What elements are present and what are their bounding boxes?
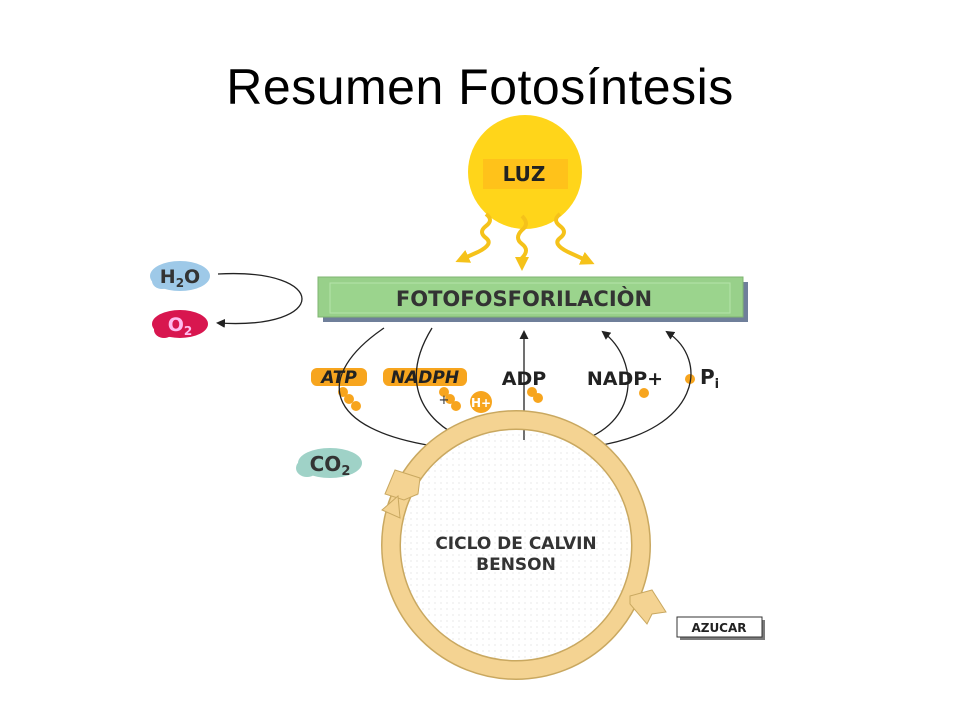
nadph-molecule: NADPH (383, 368, 467, 411)
photophosphorylation-box: FOTOFOSFORILACIÒN (317, 276, 748, 322)
phosphate-arrow (595, 330, 692, 447)
phosphate-molecule: Pi (685, 365, 719, 392)
nadph-label: NADPH (391, 368, 459, 388)
atp-molecule: ATP (311, 368, 367, 411)
calvin-line2: BENSON (476, 555, 556, 575)
phosphate-label: Pi (700, 365, 719, 392)
nadp-molecule: NADP+ (587, 368, 663, 398)
light-ray-right-arrow (554, 212, 595, 265)
co2-entry-arrow (384, 469, 421, 501)
cycle-inner-arrowhead (381, 494, 401, 519)
water-molecule: H2O (150, 261, 210, 291)
atp-arrow (338, 327, 442, 451)
atp-label: ATP (319, 368, 357, 388)
light-label: LUZ (503, 162, 546, 186)
water-label: H2O (160, 266, 200, 290)
light-ray-center-arrow (515, 214, 529, 271)
water-to-oxygen-arrow (216, 272, 303, 328)
nadp-label: NADP+ (587, 368, 663, 390)
photophosphorylation-label: FOTOFOSFORILACIÒN (396, 286, 652, 311)
proton: H+ (470, 391, 492, 413)
light-rays (455, 212, 595, 271)
co2-molecule: CO2 (296, 448, 362, 479)
plus-sign: + (439, 393, 450, 408)
calvin-line1: CICLO DE CALVIN (435, 534, 596, 554)
light-ray-left-arrow (455, 212, 492, 263)
oxygen-molecule: O2 (152, 310, 208, 338)
co2-label: CO2 (310, 452, 351, 479)
nadp-arrow (575, 330, 629, 443)
sugar-exit-arrow (629, 589, 667, 625)
slide-title: Resumen Fotosíntesis (226, 59, 734, 115)
light-label-box (483, 159, 568, 189)
sugar-label: AZUCAR (691, 621, 746, 635)
sun-icon: LUZ (468, 115, 582, 229)
proton-label: H+ (471, 396, 491, 410)
calvin-cycle: CICLO DE CALVIN BENSON (381, 410, 667, 680)
oxygen-label: O2 (168, 314, 193, 338)
sugar-box: AZUCAR (676, 616, 765, 640)
